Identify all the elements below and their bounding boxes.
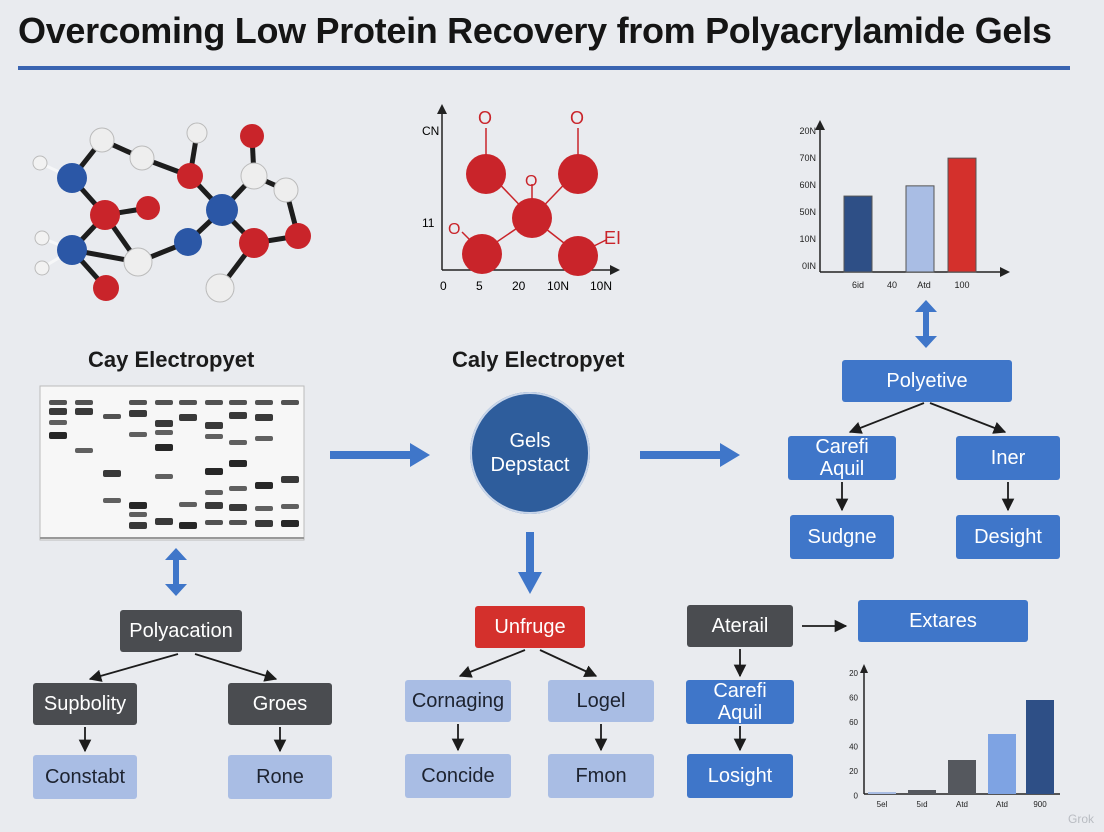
carefi-aquil-box-bottom: Carefi Aquil bbox=[686, 680, 794, 724]
chart2-y-tick: 60 bbox=[849, 718, 858, 727]
carefi-aquil-box-top: Carefi Aquil bbox=[788, 436, 896, 480]
molecule-plot: CN 11 0 5 20 10N 10N O O O O EI bbox=[422, 104, 621, 293]
chart2-x-label: 900 bbox=[1033, 800, 1047, 809]
gels-depstact-circle: Gels Depstact bbox=[470, 392, 590, 514]
circle-line-2: Depstact bbox=[490, 454, 570, 476]
x-label-20: 20 bbox=[512, 279, 526, 293]
gel-image bbox=[39, 385, 305, 541]
chart2-bar bbox=[908, 790, 936, 794]
chart2-bar bbox=[868, 792, 896, 794]
chart1-y-tick: 60N bbox=[799, 180, 816, 190]
chart2-x-label: Atd bbox=[996, 800, 1008, 809]
chart1-x-label: 40 bbox=[887, 280, 897, 290]
carefi-bottom-line-1: Carefi bbox=[713, 680, 767, 702]
cornaging-box: Cornaging bbox=[405, 680, 511, 722]
double-arrow-vertical-left bbox=[165, 548, 187, 596]
molecule-illustration bbox=[32, 122, 311, 303]
supbolity-box: Supbolity bbox=[33, 683, 137, 725]
bottom-right-bar-chart: 20 60 60 40 20 0 5el 5ıd Atd Atd 900 bbox=[849, 664, 1060, 809]
x-label-10n-b: 10N bbox=[590, 279, 612, 293]
chart1-bar bbox=[843, 195, 873, 273]
sudgne-box: Sudgne bbox=[790, 515, 894, 559]
right-arrow-left bbox=[330, 443, 430, 467]
desight-box: Desight bbox=[956, 515, 1060, 559]
chart1-y-tick: 0IN bbox=[802, 261, 816, 271]
atom-label-o4: O bbox=[448, 221, 460, 238]
fmon-box: Fmon bbox=[548, 754, 654, 798]
polyacation-box: Polyacation bbox=[120, 610, 242, 652]
down-arrow-center bbox=[518, 532, 542, 594]
aterail-box: Aterail bbox=[687, 605, 793, 647]
concide-box: Concide bbox=[405, 754, 511, 798]
chart2-y-tick: 20 bbox=[849, 669, 858, 678]
extares-box: Extares bbox=[858, 600, 1028, 642]
chart1-y-tick: 20N bbox=[799, 126, 816, 136]
chart1-y-tick: 70N bbox=[799, 153, 816, 163]
left-heading: Cay Electropyet bbox=[88, 347, 255, 372]
chart1-y-tick: 10N bbox=[799, 234, 816, 244]
polyetive-box: Polyetive bbox=[842, 360, 1012, 402]
atom-label-o3: O bbox=[525, 173, 537, 190]
chart2-y-tick: 40 bbox=[849, 743, 858, 752]
carefi-line-1: Carefi bbox=[815, 436, 869, 458]
chart2-y-tick: 0 bbox=[854, 792, 859, 801]
title-underline bbox=[18, 66, 1070, 70]
chart1-x-label: 100 bbox=[954, 280, 969, 290]
chart2-x-label: 5ıd bbox=[916, 800, 927, 809]
carefi-bottom-line-2: Aquil bbox=[717, 702, 763, 724]
top-right-bar-chart: 20N 70N 60N 50N 10N 0IN 6id 40 Atd 100 bbox=[799, 120, 1010, 290]
logel-box: Logel bbox=[548, 680, 654, 722]
carefi-line-2: Aquil bbox=[819, 458, 865, 480]
atom-label-ei: EI bbox=[604, 228, 621, 248]
chart1-x-label: Atd bbox=[917, 280, 931, 290]
atom-label-o1: O bbox=[478, 108, 492, 128]
constabt-box: Constabt bbox=[33, 755, 137, 799]
chart2-y-tick: 20 bbox=[849, 767, 858, 776]
x-label-5: 5 bbox=[476, 279, 483, 293]
losight-box: Losight bbox=[687, 754, 793, 798]
center-heading: Caly Electropyet bbox=[452, 347, 625, 372]
chart1-x-label: 6id bbox=[852, 280, 864, 290]
watermark: Grok bbox=[1067, 812, 1094, 826]
chart2-bar bbox=[1026, 700, 1054, 794]
chart2-bar bbox=[988, 734, 1016, 794]
page-title: Overcoming Low Protein Recovery from Pol… bbox=[18, 10, 1052, 51]
iner-box: Iner bbox=[956, 436, 1060, 480]
chart1-bar bbox=[947, 157, 977, 273]
atom-label-o2: O bbox=[570, 108, 584, 128]
y-label-11: 11 bbox=[422, 216, 435, 230]
chart2-x-label: Atd bbox=[956, 800, 968, 809]
groes-box: Groes bbox=[228, 683, 332, 725]
chart2-x-label: 5el bbox=[877, 800, 888, 809]
chart2-bar bbox=[948, 760, 976, 794]
unfruge-box: Unfruge bbox=[475, 606, 585, 648]
chart2-y-tick: 60 bbox=[849, 694, 858, 703]
chart1-bar bbox=[905, 185, 935, 273]
right-arrow-center bbox=[640, 443, 740, 467]
y-label-cn: CN bbox=[422, 124, 439, 138]
double-arrow-vertical-right bbox=[915, 300, 937, 348]
rone-box: Rone bbox=[228, 755, 332, 799]
circle-line-1: Gels bbox=[509, 430, 551, 452]
x-label-10n-a: 10N bbox=[547, 279, 569, 293]
chart1-y-tick: 50N bbox=[799, 207, 816, 217]
x-label-0: 0 bbox=[440, 279, 447, 293]
